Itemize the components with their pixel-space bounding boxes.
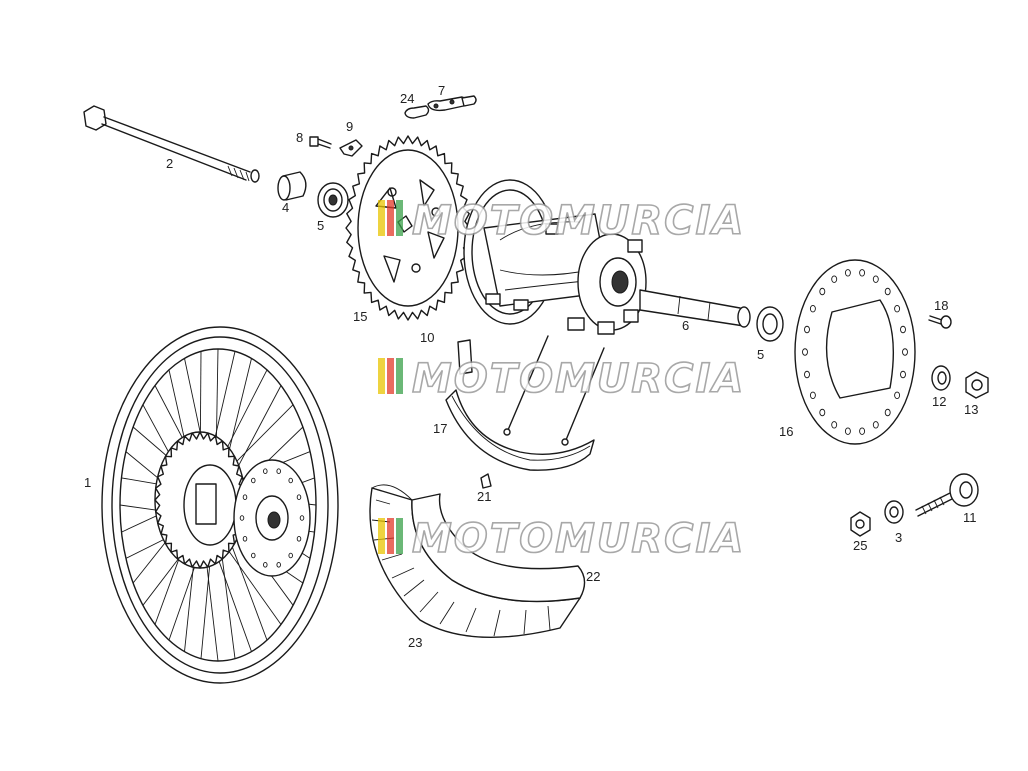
disc-hole bbox=[894, 305, 901, 313]
callout-11: 11 bbox=[963, 510, 977, 525]
spoke-pins bbox=[503, 335, 605, 446]
disc-hole bbox=[902, 348, 908, 356]
callout-13: 13 bbox=[964, 402, 978, 417]
callout-9: 9 bbox=[346, 119, 353, 134]
adjuster-eyebolt bbox=[915, 473, 979, 517]
disc-hole bbox=[263, 468, 268, 474]
spoke bbox=[220, 538, 282, 625]
valve-cap bbox=[480, 473, 492, 489]
watermark: MOTOMURCIA MOTOMURCIA MOTOMURCIA bbox=[378, 197, 745, 563]
watermark-stripe bbox=[378, 200, 385, 236]
rim-band bbox=[445, 339, 595, 471]
hub-assembly bbox=[463, 179, 647, 335]
disc-hole bbox=[872, 275, 879, 283]
disc-hole bbox=[809, 305, 816, 313]
callout-labels: 1 2 3 4 5 5 6 7 8 9 10 11 12 13 15 16 17… bbox=[84, 83, 978, 650]
disc-hole bbox=[900, 370, 906, 379]
disc-hole bbox=[809, 391, 816, 399]
wheel-assembly bbox=[101, 326, 339, 684]
disc-hole bbox=[884, 287, 891, 296]
disc-hole bbox=[251, 552, 256, 559]
callout-15: 15 bbox=[353, 309, 367, 324]
disc-hole bbox=[242, 536, 248, 542]
nut bbox=[965, 371, 989, 399]
washer bbox=[931, 365, 951, 391]
callout-23: 23 bbox=[408, 635, 422, 650]
tire-section bbox=[369, 484, 586, 638]
disc-hole bbox=[276, 468, 281, 474]
callout-5-right: 5 bbox=[757, 347, 764, 362]
bearing-right bbox=[756, 306, 784, 342]
watermark-stripe bbox=[387, 200, 394, 236]
spoke bbox=[226, 532, 268, 641]
disc-hole bbox=[844, 427, 851, 435]
disc-hole bbox=[288, 552, 293, 559]
disc-hole bbox=[831, 275, 838, 283]
small-bolt bbox=[309, 136, 332, 149]
watermark-stripe bbox=[378, 518, 385, 554]
disc-hole bbox=[251, 477, 256, 484]
disc-hole bbox=[804, 370, 810, 379]
callout-21: 21 bbox=[477, 489, 491, 504]
disc-hole bbox=[894, 391, 901, 399]
callout-4: 4 bbox=[282, 200, 289, 215]
watermark-stripe bbox=[396, 518, 403, 554]
callout-12: 12 bbox=[932, 394, 946, 409]
disc-hole bbox=[900, 325, 906, 334]
watermark-stripe bbox=[387, 518, 394, 554]
callout-8: 8 bbox=[296, 130, 303, 145]
watermark-text: MOTOMURCIA bbox=[412, 516, 745, 562]
chain-links bbox=[404, 95, 477, 119]
callout-6: 6 bbox=[682, 318, 689, 333]
disc-hole bbox=[859, 427, 866, 435]
spacer bbox=[277, 171, 307, 201]
brake-disc bbox=[794, 259, 916, 445]
disc-hole bbox=[242, 494, 248, 500]
disc-hole bbox=[844, 269, 851, 277]
callout-7: 7 bbox=[438, 83, 445, 98]
bearing-left bbox=[317, 182, 349, 218]
disc-hole bbox=[296, 536, 302, 542]
callout-22: 22 bbox=[586, 569, 600, 584]
small-washer bbox=[884, 500, 904, 524]
disc-hole bbox=[802, 348, 808, 356]
disc-hole bbox=[288, 477, 293, 484]
disc-hole bbox=[263, 562, 268, 568]
disc-hole bbox=[859, 269, 866, 277]
disc-bolt bbox=[928, 315, 952, 329]
disc-hole bbox=[299, 515, 305, 521]
callout-18: 18 bbox=[934, 298, 948, 313]
watermark-stripe bbox=[387, 358, 394, 394]
sprocket bbox=[345, 135, 471, 321]
callout-25: 25 bbox=[853, 538, 867, 553]
disc-hole bbox=[276, 562, 281, 568]
disc-hole bbox=[296, 494, 302, 500]
watermark-stripe bbox=[378, 358, 385, 394]
tensioner-plate bbox=[339, 139, 363, 157]
disc-hole bbox=[831, 421, 838, 429]
watermark-stripe bbox=[396, 200, 403, 236]
disc-hole bbox=[872, 421, 879, 429]
disc-hole bbox=[819, 408, 826, 417]
disc-hole bbox=[884, 408, 891, 417]
callout-1: 1 bbox=[84, 475, 91, 490]
disc-hole bbox=[819, 287, 826, 296]
callout-3: 3 bbox=[895, 530, 902, 545]
callout-16: 16 bbox=[779, 424, 793, 439]
disc-hole bbox=[804, 325, 810, 334]
watermark-stripe bbox=[396, 358, 403, 394]
callout-2: 2 bbox=[166, 156, 173, 171]
callout-5-left: 5 bbox=[317, 218, 324, 233]
watermark-text: MOTOMURCIA bbox=[412, 198, 745, 244]
disc-hole bbox=[239, 515, 245, 521]
small-nut bbox=[850, 511, 871, 537]
callout-24: 24 bbox=[400, 91, 414, 106]
axle-bolt bbox=[83, 105, 260, 183]
callout-17: 17 bbox=[433, 421, 447, 436]
axle-shaft bbox=[639, 289, 751, 328]
watermark-text: MOTOMURCIA bbox=[412, 356, 745, 402]
callout-10: 10 bbox=[420, 330, 434, 345]
